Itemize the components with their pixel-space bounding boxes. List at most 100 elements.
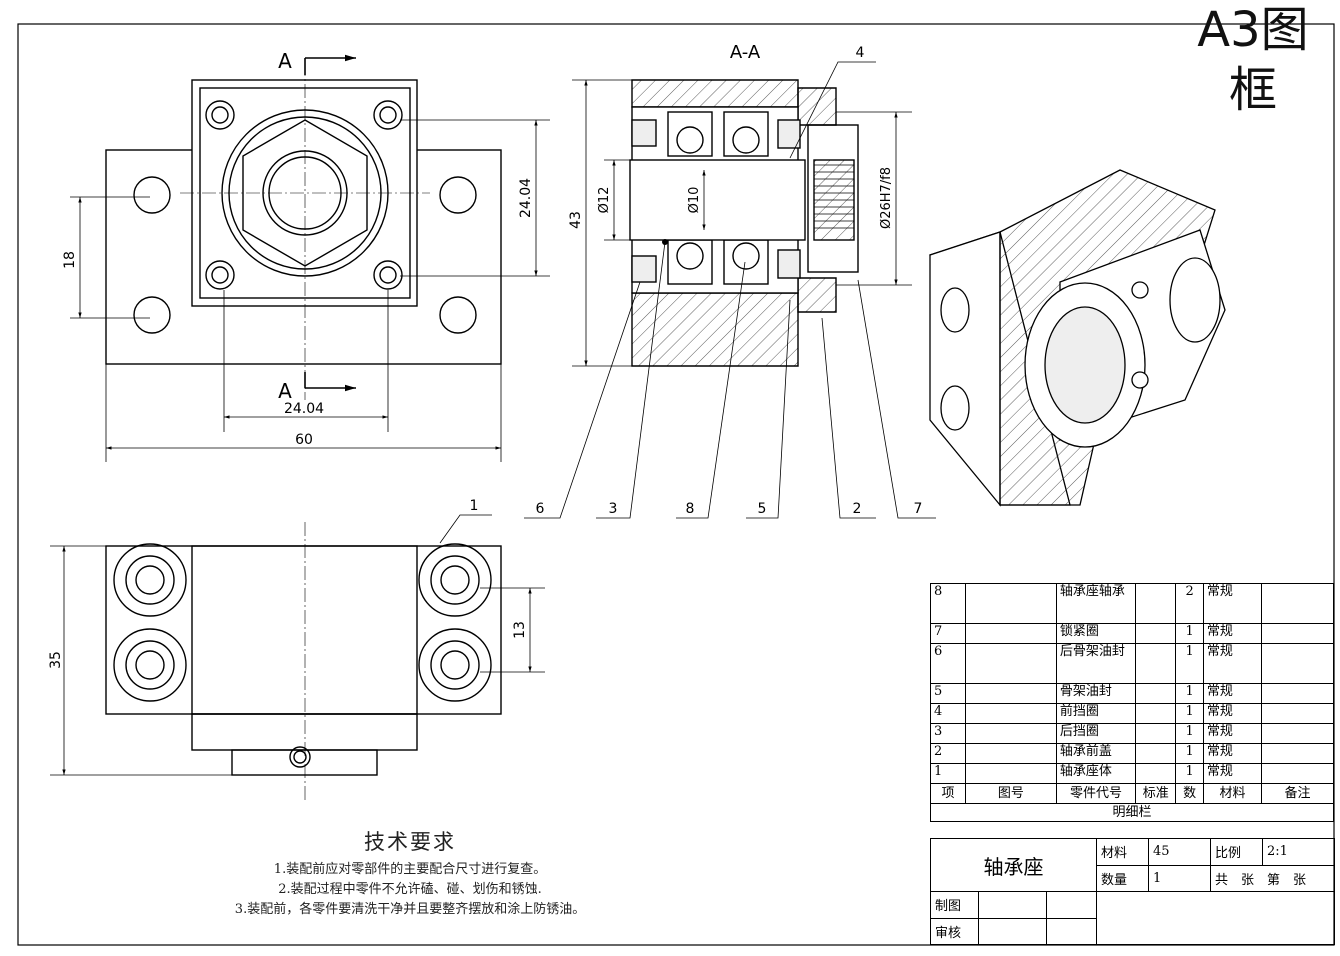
bom-name: 轴承座体 [1055,763,1137,784]
bom-header-row: 项 图号 零件代号 标准 数 材料 备注 [930,783,1334,804]
bom-header-note: 备注 [1261,783,1334,804]
scale-label: 比例 [1210,838,1263,866]
bom-header-name: 零件代号 [1055,783,1137,804]
bom-no: 8 [930,583,966,624]
tech-heading: 技术要求 [364,830,456,854]
bom-no: 1 [930,763,966,784]
bom-drawing [964,583,1057,624]
qty-value: 1 [1148,864,1211,892]
bom-no: 6 [930,643,966,684]
bom-qty: 1 [1175,643,1204,684]
bom-header-material: 材料 [1202,783,1263,804]
check-name [978,917,1047,945]
balloon-4: 4 [856,45,865,61]
balloon-1: 1 [470,498,479,514]
bom-std [1135,623,1177,644]
bom-name: 锁紧圈 [1055,623,1137,644]
cut-letter-bottom: A [278,379,292,403]
bom-material: 常规 [1202,643,1263,684]
tech-line-2: 2.装配过程中零件不允许磕、碰、划伤和锈蚀. [278,882,542,897]
bom-material: 常规 [1202,723,1263,744]
top-view [105,79,502,365]
bom-qty: 2 [1175,583,1204,624]
bom-no: 5 [930,683,966,704]
bom-material: 常规 [1202,683,1263,704]
bom-note [1261,703,1334,724]
bom-note [1261,623,1334,644]
bom-drawing [964,703,1057,724]
bom-qty: 1 [1175,743,1204,764]
bom-std [1135,763,1177,784]
bom-material: 常规 [1202,583,1263,624]
drawn-label: 制图 [930,891,979,919]
table-row: 5 骨架油封 1 常规 [930,683,1334,704]
dim-phi26: Ø26H7/f8 [879,167,894,229]
top-view-dims [70,119,550,462]
bom-note [1261,723,1334,744]
section-view-dims [572,79,912,367]
bom-qty: 1 [1175,703,1204,724]
bom-qty: 1 [1175,623,1204,644]
top-view-centerlines [180,62,430,400]
bom-drawing [964,743,1057,764]
section-cut-markers [304,54,356,392]
title-block: 轴承座 材料 45 比例 2:1 数量 1 共 张 第 张 制图 审核 [930,838,1335,945]
bom-no: 4 [930,703,966,724]
bom-header-std: 标准 [1135,783,1177,804]
section-view [629,79,859,367]
bom-name: 轴承座轴承 [1055,583,1137,624]
table-row: 2 轴承前盖 1 常规 [930,743,1334,764]
table-row: 4 前挡圈 1 常规 [930,703,1334,724]
balloon-3: 3 [609,501,618,517]
scale-value: 2:1 [1262,838,1335,866]
bom-std [1135,743,1177,764]
table-row: 3 后挡圈 1 常规 [930,723,1334,744]
bom-drawing [964,763,1057,784]
bom-note [1261,743,1334,764]
dim-13: 13 [512,621,528,639]
bom-header-no: 项 [930,783,966,804]
balloon-6: 6 [536,501,545,517]
bom-material: 常规 [1202,623,1263,644]
tech-line-1: 1.装配前应对零部件的主要配合尺寸进行复查。 [273,862,547,877]
drawn-date [1046,891,1097,919]
bom-std [1135,723,1177,744]
bom-note [1261,643,1334,684]
bom-std [1135,683,1177,704]
frame-title-line1: A3图 [1197,2,1309,58]
bom-no: 3 [930,723,966,744]
dim-18: 18 [62,251,78,269]
bom-note [1261,683,1334,704]
bom-drawing [964,723,1057,744]
bom-qty: 1 [1175,683,1204,704]
bom-no: 7 [930,623,966,644]
bom-name: 骨架油封 [1055,683,1137,704]
balloon-7: 7 [914,501,923,517]
table-row: 8 轴承座轴承 2 常规 [930,583,1334,624]
bom-header-drawing: 图号 [964,783,1057,804]
sheets-count: 共 张 第 张 [1210,864,1335,892]
bom-name: 后骨架油封 [1055,643,1137,684]
tech-line-3: 3.装配前，各零件要清洗干净并且要整齐摆放和涂上防锈油。 [234,902,586,917]
balloon-leaders [439,61,936,544]
dim-24-04-horizontal: 24.04 [284,401,324,417]
bom-name: 后挡圈 [1055,723,1137,744]
section-label: A-A [730,42,761,63]
frame-title: A3图 框 [1168,0,1338,120]
frame-title-line2: 框 [1228,62,1277,118]
part-name: 轴承座 [930,838,1097,892]
dim-35: 35 [48,651,64,669]
bom-note [1261,763,1334,784]
bom-drawing [964,623,1057,644]
table-row: 7 锁紧圈 1 常规 [930,623,1334,644]
table-row: 1 轴承座体 1 常规 [930,763,1334,784]
cut-letter-top: A [278,49,292,73]
bom-caption: 明细栏 [930,803,1334,822]
bom-name: 前挡圈 [1055,703,1137,724]
material-value: 45 [1148,838,1211,866]
bom-drawing [964,683,1057,704]
bom-std [1135,583,1177,624]
balloon-5: 5 [758,501,767,517]
technical-requirements: 技术要求 1.装配前应对零部件的主要配合尺寸进行复查。 2.装配过程中零件不允许… [150,826,670,920]
